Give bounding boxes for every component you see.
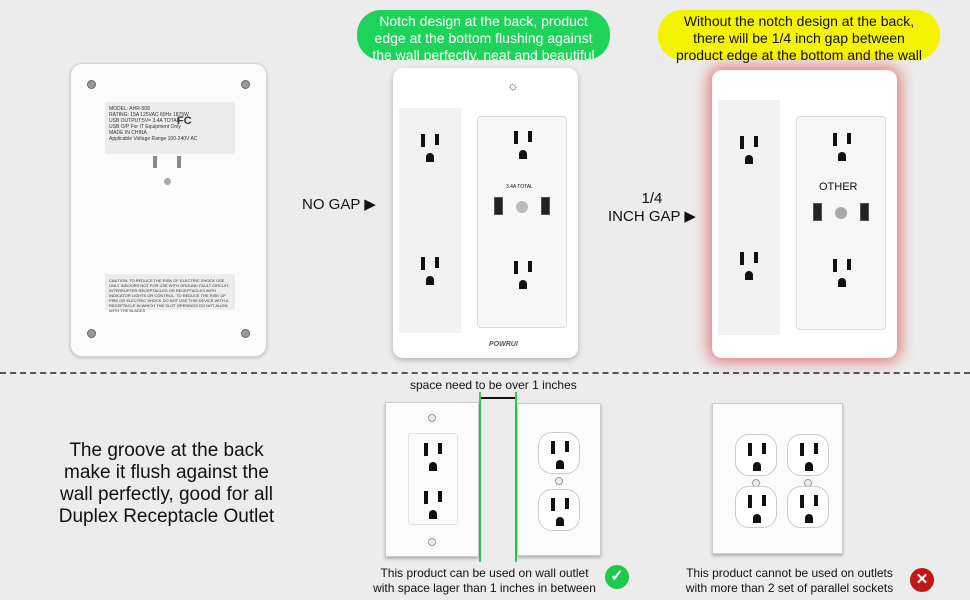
caption-line: with space lager than 1 inches in betwee… — [373, 581, 596, 595]
side-panel — [399, 108, 461, 333]
ground-pin — [164, 178, 171, 185]
usb-port — [860, 203, 869, 221]
groove-description: The groove at the back make it flush aga… — [44, 440, 289, 528]
product-with-notch: ☼ 3.4A TOTAL POWRUI — [393, 68, 578, 358]
screw-icon — [87, 80, 96, 89]
decora-wall-outlet — [385, 402, 479, 557]
screw-icon — [428, 538, 436, 546]
side-panel — [718, 100, 780, 335]
screw-icon — [555, 477, 563, 485]
socket — [827, 255, 857, 293]
socket — [415, 130, 445, 168]
no-notch-callout: Without the notch design at the back, th… — [658, 10, 940, 63]
socket — [508, 127, 538, 165]
product-back-view: MODEL: AHR-508 RATING: 15A 125VAC 60Hz 1… — [70, 63, 267, 357]
label-line: USB O/P For IT Equipment Only — [109, 124, 181, 130]
light-sensor-icon: ☼ — [507, 78, 519, 93]
gap-label-line: INCH GAP ▶ — [608, 208, 696, 225]
socket — [415, 253, 445, 291]
gap-label: 1/4 INCH GAP ▶ — [608, 190, 696, 226]
caption-line: This product can be used on wall outlet — [380, 566, 589, 580]
fc-logo: FC — [177, 115, 192, 127]
label-line: Applicable Voltage Range 100-240V AC — [109, 136, 198, 142]
socket — [508, 257, 538, 295]
duplex-socket — [538, 432, 580, 474]
socket — [827, 129, 857, 167]
label-line: RATING: 15A 125VAC 60Hz 1875W — [109, 112, 189, 118]
caption-line: This product cannot be used on outlets — [686, 566, 893, 580]
light-sensor — [835, 207, 847, 219]
label-line: MODEL: AHR-508 — [109, 106, 150, 112]
groove-line: make it flush against the — [64, 462, 269, 483]
plug-prong — [177, 156, 181, 168]
brand-logo: POWRUI — [489, 341, 518, 348]
duplex-socket — [735, 434, 777, 476]
plug-prong — [153, 156, 157, 168]
usb-port — [541, 197, 550, 215]
front-outlet-face: OTHER — [796, 116, 886, 330]
socket — [418, 439, 448, 477]
light-sensor — [516, 201, 528, 213]
socket — [734, 132, 764, 170]
check-circle-icon: ✓ — [605, 565, 629, 589]
duplex-socket — [787, 434, 829, 476]
screw-icon — [241, 80, 250, 89]
socket — [734, 248, 764, 286]
front-outlet-face: 3.4A TOTAL — [477, 116, 567, 328]
caption-line: with more than 2 set of parallel sockets — [685, 581, 894, 595]
socket — [418, 487, 448, 525]
section-divider — [0, 372, 970, 374]
usb-port — [494, 197, 503, 215]
caution-label: CAUTION: TO REDUCE THE RISK OF ELECTRIC … — [105, 274, 235, 313]
no-gap-label: NO GAP ▶ — [302, 196, 376, 213]
product-without-notch: OTHER — [712, 70, 897, 358]
other-label: OTHER — [819, 181, 858, 193]
space-label: space need to be over 1 inches — [410, 378, 577, 392]
usb-total-label: 3.4A TOTAL — [506, 184, 533, 190]
label-line: MADE IN CHINA — [109, 130, 147, 136]
green-guide-line — [515, 392, 517, 562]
notch-callout: Notch design at the back, product edge a… — [357, 10, 610, 63]
groove-line: The groove at the back — [69, 440, 264, 461]
groove-line: Duplex Receptacle Outlet — [58, 506, 275, 527]
gap-label-line: 1/4 — [641, 190, 663, 207]
screw-icon — [428, 414, 436, 422]
groove-line: wall perfectly, good for all — [60, 484, 273, 505]
duplex-socket — [538, 489, 580, 531]
screw-icon — [241, 329, 250, 338]
x-circle-icon: ✕ — [910, 568, 934, 592]
ok-caption: This product can be used on wall outlet … — [362, 566, 607, 596]
double-duplex-wall-outlet — [712, 403, 843, 554]
screw-icon — [87, 329, 96, 338]
label-line: USB OUTPUT:5V= 3.4A TOTAL — [109, 118, 180, 124]
duplex-socket — [735, 486, 777, 528]
space-arrow — [480, 397, 516, 399]
decora-face — [408, 433, 458, 525]
rating-label: MODEL: AHR-508 RATING: 15A 125VAC 60Hz 1… — [105, 102, 235, 154]
duplex-wall-outlet — [517, 403, 601, 556]
green-guide-line — [479, 392, 481, 562]
bad-caption: This product cannot be used on outlets w… — [672, 566, 907, 596]
duplex-socket — [787, 486, 829, 528]
usb-port — [813, 203, 822, 221]
